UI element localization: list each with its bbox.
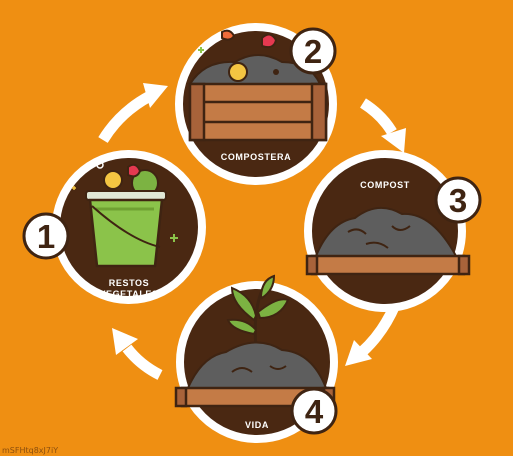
- step-2-badge: [289, 27, 337, 75]
- step-4: VIDA 4: [174, 274, 338, 443]
- step-4-badge: [290, 387, 338, 435]
- step-4-number: 4: [305, 393, 324, 430]
- step-2-number: 2: [304, 33, 322, 70]
- arrow-1-to-2: [98, 91, 153, 143]
- compost-bin-icon: [188, 29, 328, 142]
- arrow-2-to-3-head: [381, 128, 406, 153]
- cycle-arrows: [98, 83, 406, 380]
- step-1-badge: [22, 212, 70, 260]
- arrow-4-to-1-head: [112, 328, 138, 355]
- step-3-label: COMPOST: [360, 180, 410, 190]
- step-3: COMPOST 3: [304, 150, 482, 312]
- arrow-2-to-3: [359, 98, 397, 135]
- step-1-number: 1: [37, 218, 55, 255]
- step-2: COMPOSTERA 2: [175, 23, 337, 185]
- arrow-1-to-2-head: [143, 83, 168, 108]
- arrow-3-to-4-head: [345, 340, 372, 366]
- step-1-label-line-2: VEGETALES: [99, 289, 158, 299]
- step-3-badge: [434, 176, 482, 224]
- step-3-number: 3: [449, 182, 467, 219]
- step-1: RESTOS VEGETALES 1: [22, 150, 206, 304]
- step-4-label: VIDA: [245, 420, 269, 430]
- step-2-label: COMPOSTERA: [221, 152, 292, 162]
- compost-soil-icon: [305, 207, 471, 276]
- arrow-3-to-4: [358, 302, 401, 357]
- vegetable-scraps-bucket-icon: [72, 161, 178, 268]
- step-1-label-line-1: RESTOS: [109, 278, 149, 288]
- arrow-4-to-1: [122, 344, 163, 380]
- watermark-text: mSFHtq8xJ7iY: [2, 446, 59, 455]
